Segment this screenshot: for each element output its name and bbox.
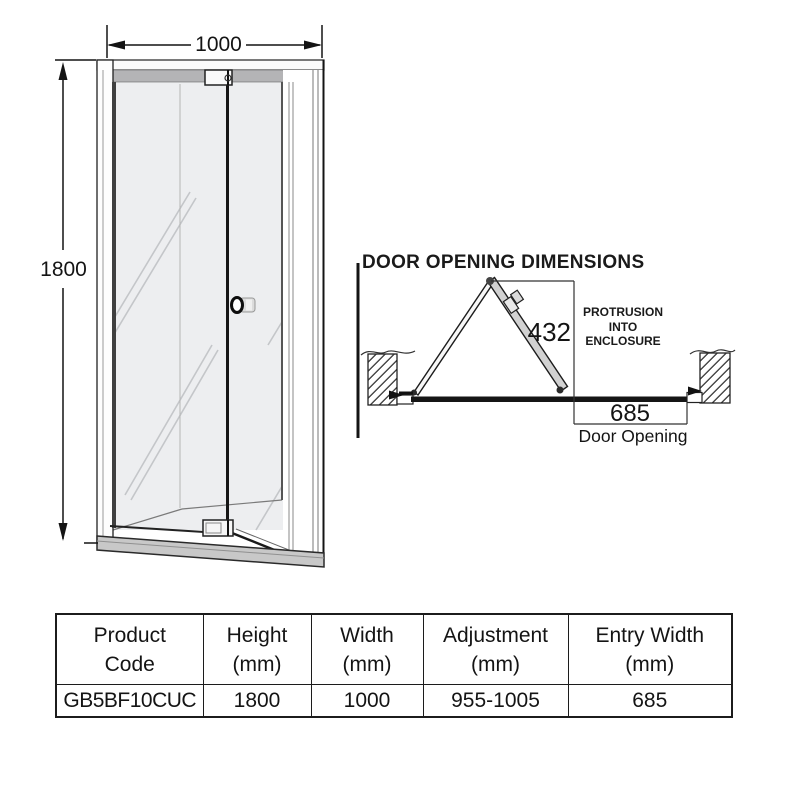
bottom-panel-edge [109, 525, 205, 533]
table-cell-product-code: GB5BF10CUC [55, 684, 204, 718]
plan-title: DOOR OPENING DIMENSIONS [362, 252, 645, 273]
table-cell-entry-width: 685 [567, 684, 733, 718]
arrow-right-small-icon [688, 386, 702, 396]
arrow-down-icon [58, 523, 68, 541]
protrusion-note-line1: PROTRUSION [582, 305, 663, 319]
protrusion-dimension [491, 280, 575, 424]
header-line: (mm) [342, 652, 392, 676]
protrusion-dimension-label: 432 [527, 317, 571, 347]
spec-table: Product Code Height (mm) Width (mm) Adju… [55, 613, 733, 718]
header-line: Code [104, 652, 155, 676]
arrow-right-icon [304, 40, 322, 50]
header-line: Product [93, 623, 166, 647]
table-header-row: Product Code Height (mm) Width (mm) Adju… [55, 613, 733, 685]
folded-panel-left [413, 280, 493, 397]
bottom-guide-bracket [202, 519, 234, 537]
door-opening-plan-drawing [356, 263, 736, 438]
header-line: (mm) [625, 652, 675, 676]
plan-right-wall-hatch [700, 353, 730, 403]
door-opening-dimension-label: 685 [609, 400, 651, 427]
table-cell-width: 1000 [310, 684, 424, 718]
right-wall-profile [281, 60, 325, 567]
door-opening-caption: Door Opening [578, 426, 688, 446]
guide-roller [556, 386, 564, 394]
protrusion-note: PROTRUSION INTO ENCLOSURE [567, 305, 679, 349]
height-dimension-label: 1800 [40, 258, 87, 281]
table-header-height: Height (mm) [202, 613, 312, 685]
header-line: Width [340, 623, 394, 647]
protrusion-note-line2: INTO [608, 319, 638, 334]
table-header-width: Width (mm) [310, 613, 424, 685]
table-cell-height: 1800 [202, 684, 312, 718]
header-line: Adjustment [442, 623, 549, 647]
plan-knob-handle [502, 289, 525, 315]
plan-right-wall [689, 349, 736, 404]
table-header-entry-width: Entry Width (mm) [567, 613, 733, 685]
top-track-cap [96, 59, 325, 71]
arrow-up-icon [58, 62, 68, 80]
left-wall-profile [96, 59, 114, 544]
left-glass-edge [112, 82, 116, 528]
arrow-left-icon [107, 40, 125, 50]
apex-hinge [486, 277, 494, 285]
table-header-adjustment: Adjustment (mm) [422, 613, 569, 685]
header-line: (mm) [471, 652, 520, 676]
plan-left-wall [360, 350, 416, 406]
table-data-row: GB5BF10CUC 1800 1000 955-1005 685 [55, 684, 733, 718]
glass-panel [113, 82, 283, 530]
table-header-product-code: Product Code [55, 613, 204, 685]
top-pivot-bracket [204, 69, 233, 86]
width-dimension-label: 1000 [195, 33, 242, 56]
plan-track [411, 396, 688, 402]
table-cell-adjustment: 955-1005 [422, 684, 569, 718]
arrow-right-small-icon [389, 390, 404, 400]
header-line: (mm) [232, 652, 282, 676]
protrusion-note-line3: ENCLOSURE [585, 334, 661, 348]
header-line: Height [226, 623, 288, 647]
door-elevation-drawing [55, 25, 325, 568]
section-rule [356, 263, 360, 438]
knob-handle [230, 296, 256, 314]
height-dimension [55, 59, 98, 544]
header-line: Entry Width [595, 623, 705, 647]
door-opening-dimension [574, 403, 688, 425]
bottom-track [96, 535, 325, 568]
